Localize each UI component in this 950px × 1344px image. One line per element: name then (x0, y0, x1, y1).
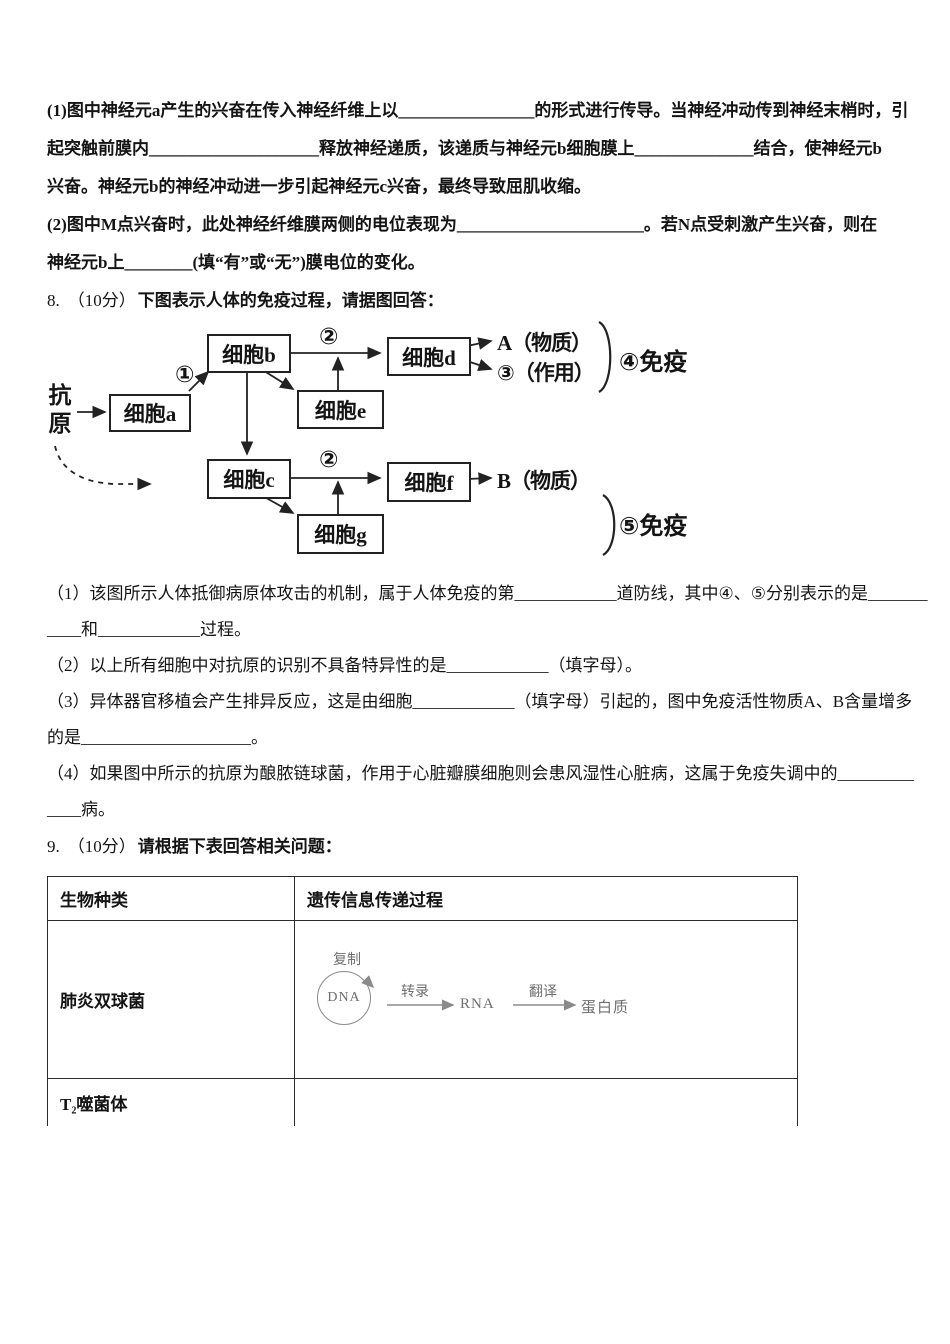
q8-sub-2: （2）以上所有细胞中对抗原的识别不具备特异性的是____________（填字母… (47, 656, 642, 675)
substance-b-label: B（物质） (497, 469, 591, 493)
step-1-label: ① (175, 362, 195, 387)
q8-sub-3: （3）异体器官移植会产生排异反应，这是由细胞____________（填字母）引… (47, 692, 913, 711)
cell-a-box: 细胞a (109, 394, 191, 432)
q7-line-4: (2)图中M点兴奋时，此处神经纤维膜两侧的电位表现为______________… (47, 215, 878, 234)
q9-number: 9. (47, 837, 60, 856)
col-header-species: 生物种类 (47, 876, 295, 921)
rna-label: RNA (460, 996, 495, 1012)
q8-sub-1b: ____和____________过程。 (47, 620, 251, 639)
question-8-header: 8. （10分）下图表示人体的免疫过程，请据图回答： (47, 282, 910, 320)
process-cell-empty (294, 1078, 798, 1126)
q7-line-1: (1)图中神经元a产生的兴奋在传入神经纤维上以________________的… (47, 101, 909, 120)
step-2-top-label: ② (319, 324, 339, 349)
translation-label: 翻译 (529, 985, 557, 1000)
q8-number: 8. (47, 291, 60, 310)
genetic-info-table: 生物种类 遗传信息传递过程 肺炎双球菌 (47, 876, 798, 1126)
q7-line-3: 兴奋。神经元b的神经冲动进一步引起神经元c兴奋，最终导致屈肌收缩。 (47, 177, 591, 196)
question-8-subs: （1）该图所示人体抵御病原体攻击的机制，属于人体免疫的第____________… (47, 576, 928, 828)
cell-f-box: 细胞f (387, 462, 471, 502)
exam-page: (1)图中神经元a产生的兴奋在传入神经纤维上以________________的… (47, 92, 928, 1126)
immunity-5-label: ⑤免疫 (619, 514, 688, 540)
replication-label: 复制 (333, 953, 361, 968)
central-dogma-diagram: 复制 DNA 转录 RNA 翻译 蛋白质 (307, 947, 647, 1052)
table-row: 肺炎双球菌 (47, 920, 798, 1079)
process-cell: 复制 DNA 转录 RNA 翻译 蛋白质 (294, 920, 798, 1079)
species-t2-phage: T₂噬菌体 (47, 1078, 295, 1126)
antigen-label: 抗 原 (48, 383, 72, 436)
question-9-header: 9. （10分）请根据下表回答相关问题： (47, 828, 910, 866)
cell-e-box: 细胞e (297, 390, 384, 429)
immunity-4-label: ④免疫 (619, 350, 688, 376)
dna-circle: DNA (317, 971, 371, 1025)
table-header-row: 生物种类 遗传信息传递过程 (47, 876, 798, 921)
col-header-process: 遗传信息传递过程 (294, 876, 798, 921)
q9-score: （10分） (67, 837, 136, 856)
q8-sub-3b: 的是____________________。 (47, 728, 268, 747)
table-row: T₂噬菌体 (47, 1078, 798, 1126)
q7-line-5: 神经元b上________(填“有”或“无”)膜电位的变化。 (47, 253, 425, 272)
q8-score: （10分） (67, 291, 136, 310)
immune-process-diagram: 抗 原 细胞a 细胞b 细胞e 细胞d 细胞c 细胞f 细胞g ① ② ② A（… (47, 320, 757, 560)
substance-a-label: A（物质） (497, 331, 592, 355)
q9-title: 请根据下表回答相关问题： (137, 837, 342, 856)
q8-sub-4: （4）如果图中所示的抗原为酿脓链球菌，作用于心脏瓣膜细胞则会患风湿性心脏病，这属… (47, 764, 914, 783)
q8-sub-4b: ____病。 (47, 800, 115, 819)
diagram-arrows (54, 321, 616, 556)
effect-3-label: ③（作用） (497, 361, 595, 385)
q8-title: 下图表示人体的免疫过程，请据图回答： (137, 291, 444, 310)
q7-line-2: 起突触前膜内____________________释放神经递质，该递质与神经元… (47, 139, 882, 158)
transcription-label: 转录 (401, 985, 429, 1000)
question-7-block: (1)图中神经元a产生的兴奋在传入神经纤维上以________________的… (47, 92, 910, 282)
cell-b-box: 细胞b (207, 334, 291, 373)
protein-label: 蛋白质 (581, 1000, 630, 1016)
species-pneumococcus: 肺炎双球菌 (47, 920, 295, 1079)
cell-c-box: 细胞c (207, 459, 291, 499)
dogma-arrows (361, 975, 577, 1011)
cell-d-box: 细胞d (387, 337, 471, 376)
step-2-bottom-label: ② (319, 447, 339, 472)
q8-sub-1: （1）该图所示人体抵御病原体攻击的机制，属于人体免疫的第____________… (47, 584, 928, 603)
cell-g-box: 细胞g (297, 514, 384, 554)
